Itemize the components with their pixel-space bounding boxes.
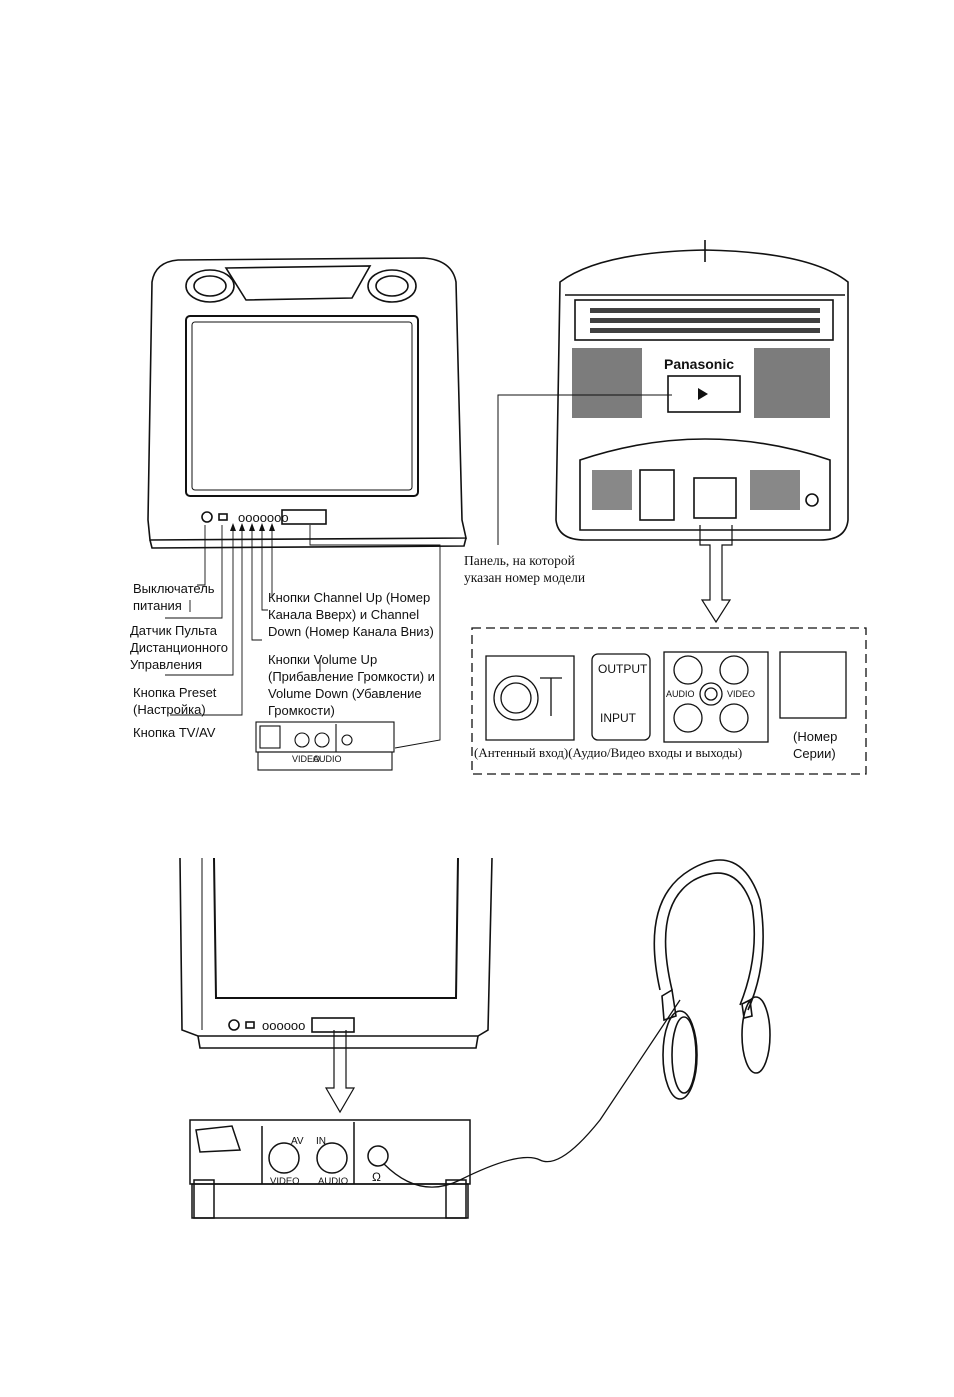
input-label: INPUT: [600, 711, 636, 725]
video-jack-label: VIDEO: [727, 689, 756, 699]
small-video-label: VIDEO: [292, 754, 321, 764]
preset-button-label: Кнопка Preset(Настройка): [133, 685, 217, 717]
detail-video-label: VIDEO: [270, 1176, 300, 1187]
headphone-jack-icon: Ω: [372, 1170, 381, 1184]
output-label: OUTPUT: [598, 662, 648, 676]
detail-audio-label: AUDIO: [318, 1176, 349, 1187]
detail-in-label: IN: [316, 1136, 326, 1147]
volume-buttons-label: Кнопки Volume Up(Прибавление Громкости) …: [268, 652, 435, 718]
brand-logo: Panasonic: [662, 356, 737, 372]
audio-jack-label: AUDIO: [666, 689, 695, 699]
connector-caption: (Антенный вход)(Аудио/Видео входы и выхо…: [474, 745, 743, 760]
small-audio-label: AUDIO: [313, 754, 342, 764]
detail-av-label: AV: [291, 1136, 304, 1147]
svg-text:ooooooo: ooooooo: [238, 510, 289, 525]
tvav-button-label: Кнопка TV/AV: [133, 725, 216, 740]
